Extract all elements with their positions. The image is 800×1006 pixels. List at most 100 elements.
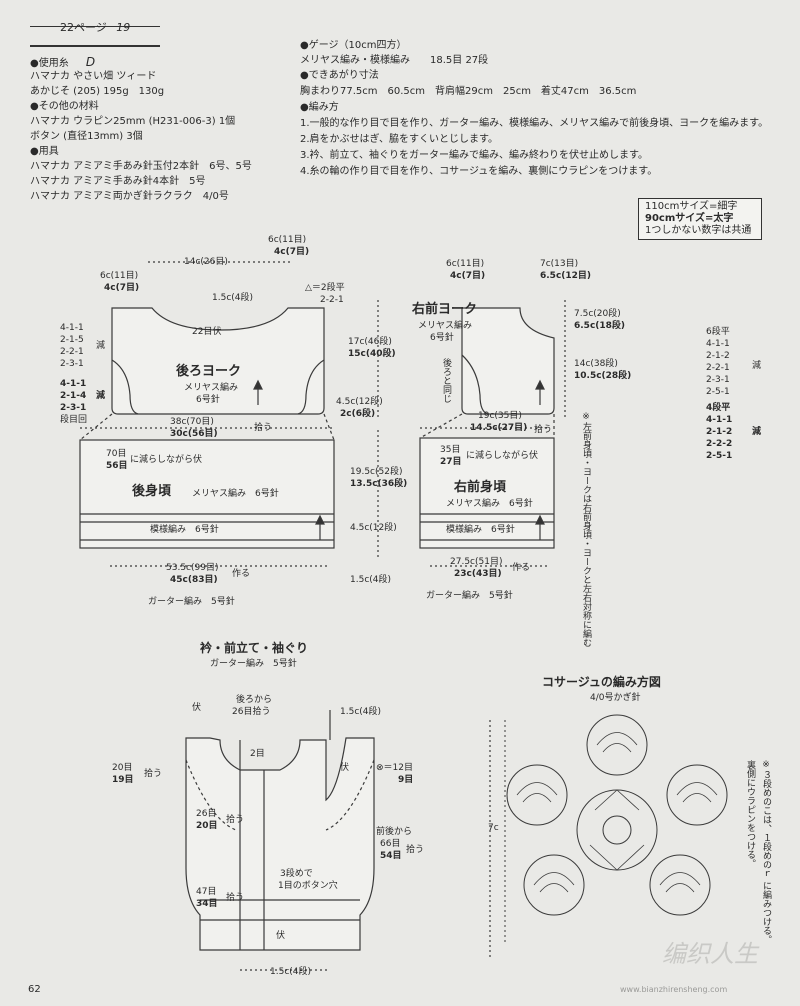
back-width-38: 38c(70目): [170, 417, 214, 427]
back-neck-bindoff: 22目伏: [192, 327, 222, 337]
back-yoke-height-15: 15c(40段): [348, 349, 396, 359]
collar-bottom-rows: 1.5c(4段): [270, 967, 312, 977]
front-yoke-needle: 6号針: [430, 333, 454, 343]
back-body-title: 後身頃: [132, 484, 172, 499]
page-ref-number: 19: [116, 21, 131, 34]
front-body-outline: [419, 437, 555, 549]
method-step-3: 3.衿、前立て、袖ぐりをガーター編みで編み、編み終わりを伏せ止めします。: [300, 150, 649, 161]
size-legend-common: 1つしかない数字は共通: [645, 225, 752, 236]
corsage-note-2: 裏側にウラピンをつける。: [745, 760, 755, 868]
method-title: ●編み方: [300, 102, 339, 113]
collar-front-pick: 拾う: [406, 845, 425, 855]
back-garter-height: 1.5c(4段): [350, 575, 392, 585]
front-yoke-h-10-5: 10.5c(28段): [574, 371, 632, 381]
rdec-label: 減: [752, 361, 762, 371]
collar-two-stitches: 2目: [250, 749, 265, 759]
collar-rows: 1.5c(4段): [340, 707, 382, 717]
collar-hem-pick: 拾う: [226, 893, 245, 903]
back-armhole-4-5: 4.5c(12段): [336, 397, 383, 407]
front-width-14-5: 14.5c(27目): [470, 423, 528, 433]
page-ref-label: 22ページ: [60, 21, 107, 34]
gauge-value: メリヤス編み・模様編み 18.5目 27段: [300, 55, 489, 66]
back-body-height-13-5: 13.5c(36段): [350, 479, 408, 489]
front-yoke-h-7-5: 7.5c(20段): [574, 309, 621, 319]
yarn-mark: D: [85, 55, 96, 69]
rdec-label-2: 減: [752, 427, 762, 437]
collar-right-bindoff: 伏: [340, 763, 350, 773]
watermark-url: www.bianzhirensheng.com: [620, 985, 728, 994]
back-make: 作る: [232, 569, 251, 579]
front-garter: ガーター編み 5号針: [426, 591, 513, 601]
back-dec-4: 2-3-1: [60, 359, 84, 369]
rdec-b3: 2-1-2: [706, 427, 733, 437]
back-yoke-outline: [111, 307, 325, 415]
collar-hem-34: 34目: [196, 899, 218, 909]
back-armhole-2: 2c(6段): [340, 409, 376, 419]
collar-symbol-9: 9目: [398, 775, 414, 785]
front-cast-on-27-5: 27.5c(51目): [450, 557, 503, 567]
back-top-4c-right: 4c(7目): [274, 247, 310, 257]
yarn-title: ●使用糸 D: [30, 55, 96, 69]
back-dec-b3: 2-3-1: [60, 403, 87, 413]
back-pattern: 模様編み 6号針: [150, 525, 219, 535]
front-yoke-outline: [461, 307, 555, 415]
back-dec-label: 減: [96, 341, 106, 351]
collar-hem-47: 47目: [196, 887, 217, 897]
collar-hem-bindoff: 伏: [276, 931, 286, 941]
page-ref: 22ページ 19: [60, 22, 130, 34]
rdec-b2: 4-1-1: [706, 415, 733, 425]
collar-title: 衿・前立て・袖ぐり: [200, 641, 309, 655]
header-rule-top: [30, 26, 160, 27]
method-step-1: 1.一般的な作り目で目を作り、ガーター編み、模様編み、メリヤス編みで前後身頃、ヨ…: [300, 118, 769, 129]
front-yoke-title: 右前ヨーク: [412, 302, 478, 317]
front-pick-up: 拾う: [534, 425, 553, 435]
size-legend-90: 90cmサイズ=太字: [645, 213, 734, 224]
front-pattern: 模様編み 6号針: [446, 525, 515, 535]
size-value: 胸まわり77.5cm 60.5cm 背肩幅29cm 25cm 着丈47cm 36…: [300, 86, 637, 97]
size-title: ●できあがり寸法: [300, 70, 379, 81]
rdec-a2: 4-1-1: [706, 339, 730, 349]
back-top-6c-right: 6c(11目): [268, 235, 307, 245]
collar-front-54: 54目: [380, 851, 402, 861]
triangle-note: △＝2段平: [305, 283, 345, 293]
back-cast-on-45: 45c(83目): [170, 575, 218, 585]
rdec-a5: 2-3-1: [706, 375, 730, 385]
back-top-14c: 14c(26目): [184, 257, 228, 267]
corsage-hook: 4/0号かぎ針: [590, 693, 641, 703]
tool-item-1: ハマナカ アミアミ手あみ針玉付2本針 6号、5号: [30, 161, 252, 172]
rdec-b5: 2-5-1: [706, 451, 733, 461]
corsage-title: コサージュの編み方図: [542, 675, 661, 689]
back-pick-up: 拾う: [254, 423, 273, 433]
front-body-title: 右前身頃: [454, 480, 507, 495]
collar-left-20: 20目: [112, 763, 133, 773]
corsage-size: 7c: [488, 823, 499, 833]
front-top-4c: 4c(7目): [450, 271, 486, 281]
front-body-35: 35目: [440, 445, 461, 455]
tools-title: ●用具: [30, 146, 59, 157]
back-yoke-title: 後ろヨーク: [176, 364, 242, 379]
back-top-4c: 4c(7目): [104, 283, 140, 293]
yarn-name: ハマナカ やさい畑 ツィード: [30, 71, 157, 82]
tool-item-2: ハマナカ アミアミ手あみ針4本針 5号: [30, 176, 206, 187]
back-dec-b1: 4-1-1: [60, 379, 87, 389]
front-body-sub: メリヤス編み 6号針: [446, 499, 533, 509]
front-body-27: 27目: [440, 457, 462, 467]
back-yoke-height-17: 17c(46段): [348, 337, 392, 347]
collar-left-19: 19目: [112, 775, 134, 785]
back-neck-rows: 1.5c(4段): [212, 293, 254, 303]
collar-back-from: 後ろから: [236, 695, 273, 705]
size-legend-110: 110cmサイズ=細字: [645, 201, 738, 212]
back-body-70: 70目: [106, 449, 127, 459]
collar-symbol-12: ⊗＝12目: [376, 763, 413, 773]
back-yoke-stitch: メリヤス編み: [184, 383, 239, 393]
corsage-chart: [504, 714, 728, 945]
collar-front-from: 前後から: [376, 827, 413, 837]
corsage-note-1: ※３段めのこは、１段めのｒ に編みつける。: [761, 760, 771, 944]
triangle-note-2: 2-2-1: [320, 295, 344, 305]
collar-buttonhole-2: 1目のボタン穴: [278, 881, 338, 891]
collar-placket-20: 20目: [196, 821, 218, 831]
collar-front-66: 66目: [380, 839, 401, 849]
back-top-6c: 6c(11目): [100, 271, 139, 281]
